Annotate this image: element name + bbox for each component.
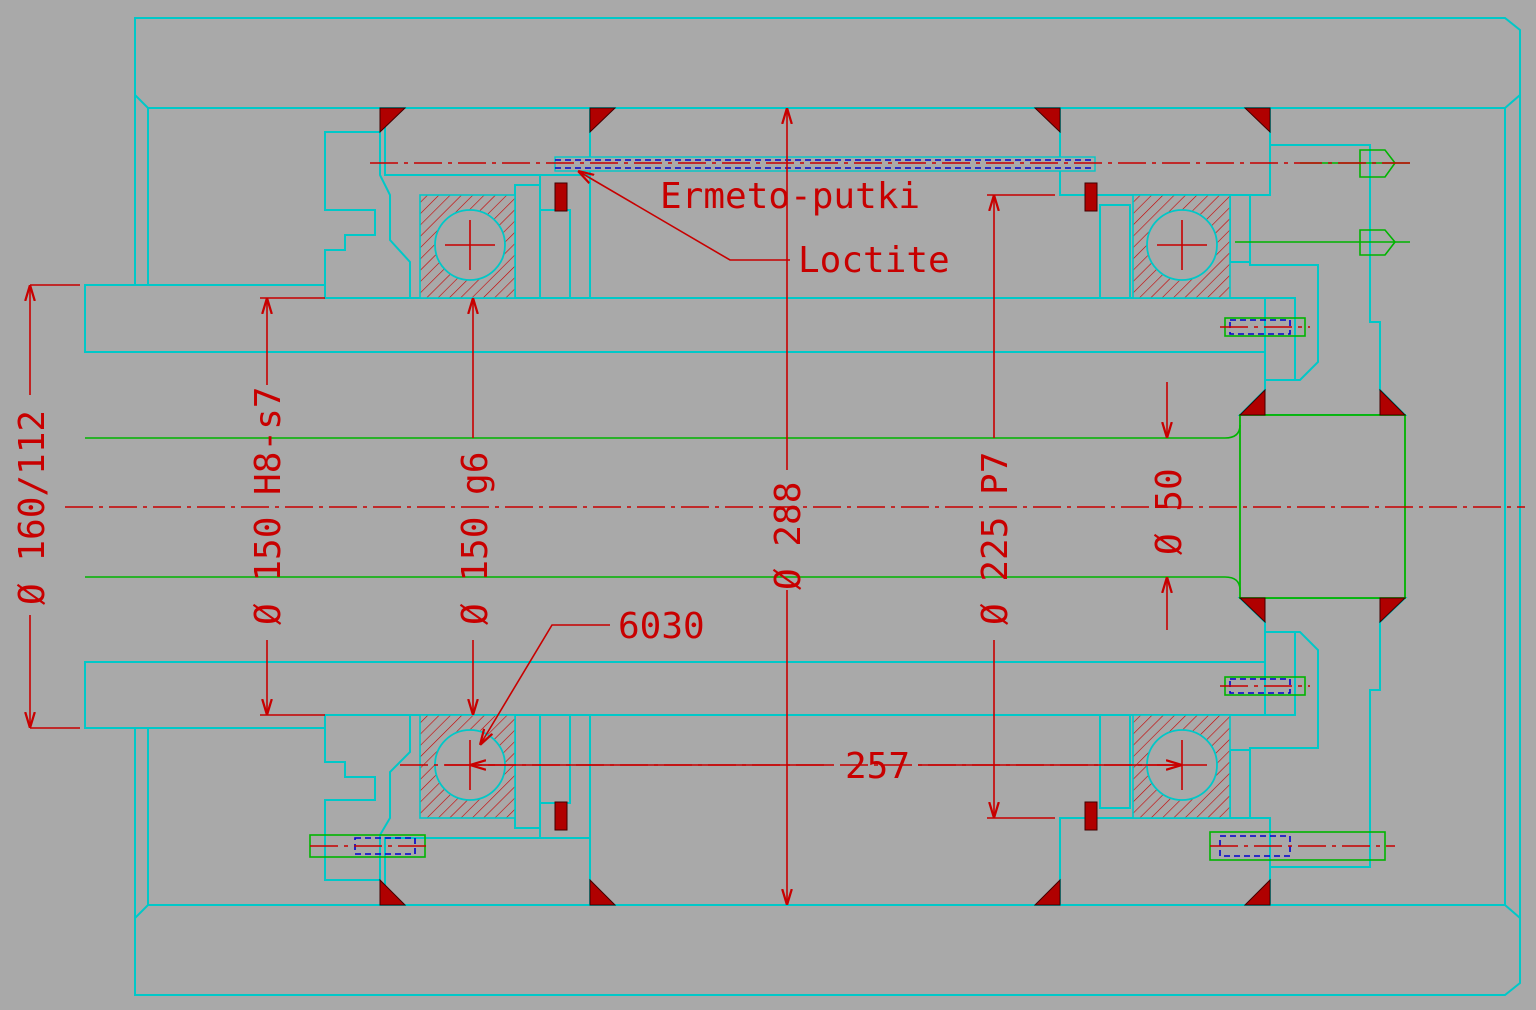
loctite-label: Loctite: [798, 240, 950, 281]
length-label: 257: [845, 746, 910, 787]
left-end-cap-lower: [324, 714, 411, 881]
bearing-label: 6030: [618, 606, 705, 647]
dim-150-h8s7: Ø 150 H8-s7: [248, 387, 289, 625]
housing-bottom: [134, 904, 1521, 996]
housing-top: [134, 17, 1521, 109]
dim-288: Ø 288: [768, 482, 809, 590]
bearing-left-upper: [419, 194, 516, 299]
dim-160-112: Ø 160/112: [12, 410, 53, 605]
ermeto-pipe: [554, 156, 1096, 172]
bearing-left-lower: [419, 714, 516, 819]
shaft-upper: [84, 284, 1266, 353]
right-end-cover: [1237, 144, 1408, 868]
bore-lines: [85, 424, 1241, 591]
ermeto-label: Ermeto-putki: [660, 176, 920, 217]
bearing-right-upper: [1132, 194, 1231, 299]
seals: [379, 107, 1407, 906]
dimension-lines: [30, 108, 1182, 905]
dim-225-p7: Ø 225 P7: [975, 452, 1016, 625]
shaft-lower: [84, 661, 1266, 729]
dim-50: Ø 50: [1149, 468, 1190, 555]
left-end-cap-upper: [324, 131, 411, 299]
dim-150-g6: Ø 150 g6: [455, 452, 496, 625]
bearing-right-lower: [1132, 714, 1231, 819]
